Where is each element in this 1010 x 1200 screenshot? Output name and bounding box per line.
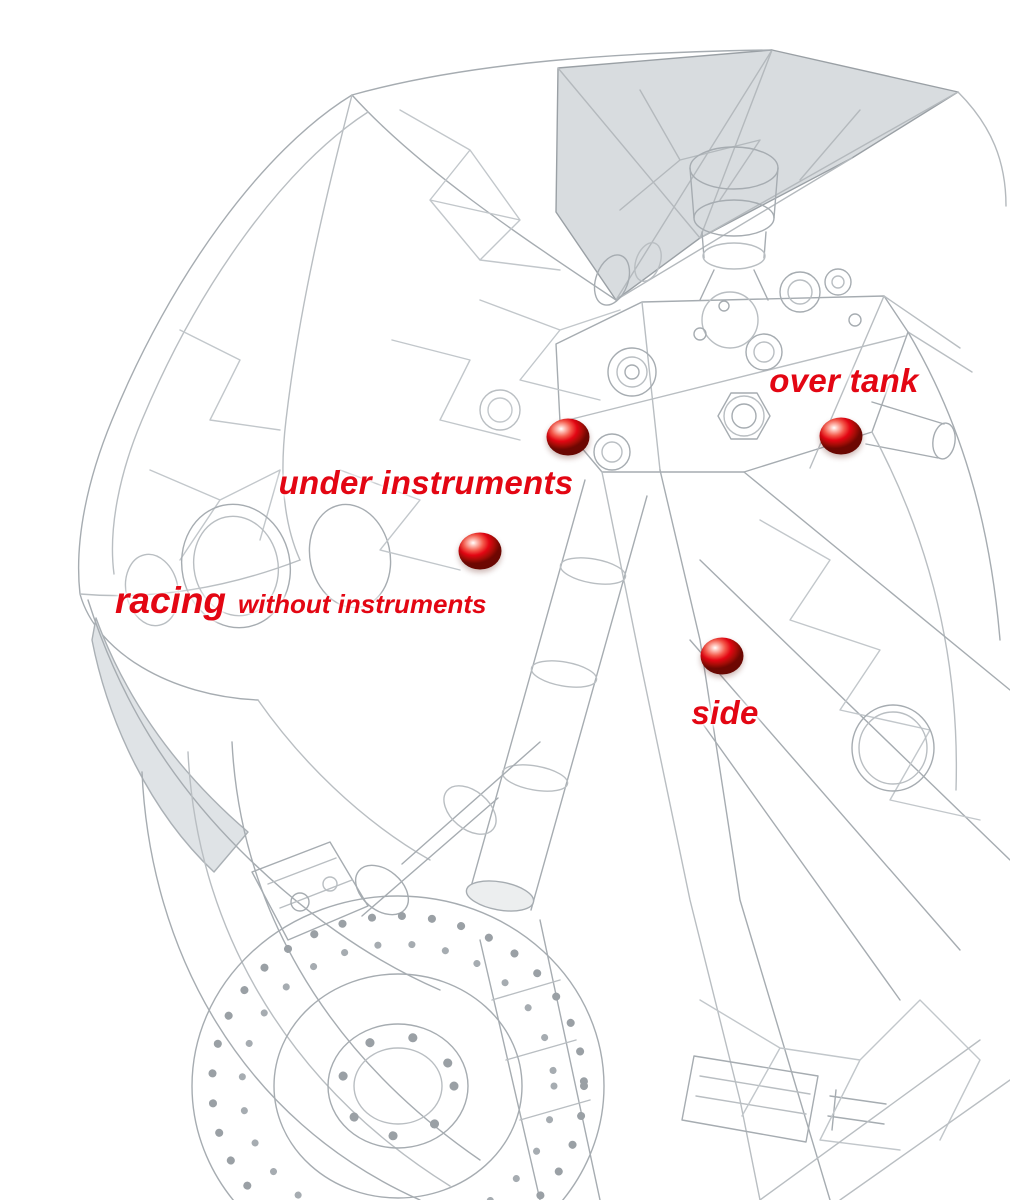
label-racing-sub: without instruments (238, 588, 487, 619)
label-side: side (691, 694, 759, 731)
label-under-instruments: under instruments (278, 464, 574, 501)
label-over-tank: over tank (769, 362, 919, 399)
marker-side[interactable] (700, 637, 744, 675)
marker-under-instruments[interactable] (546, 418, 590, 456)
label-racing: racing without instruments (115, 580, 486, 622)
marker-racing[interactable] (458, 532, 502, 570)
label-racing-main: racing (115, 579, 227, 621)
marker-over-tank[interactable] (819, 417, 863, 455)
